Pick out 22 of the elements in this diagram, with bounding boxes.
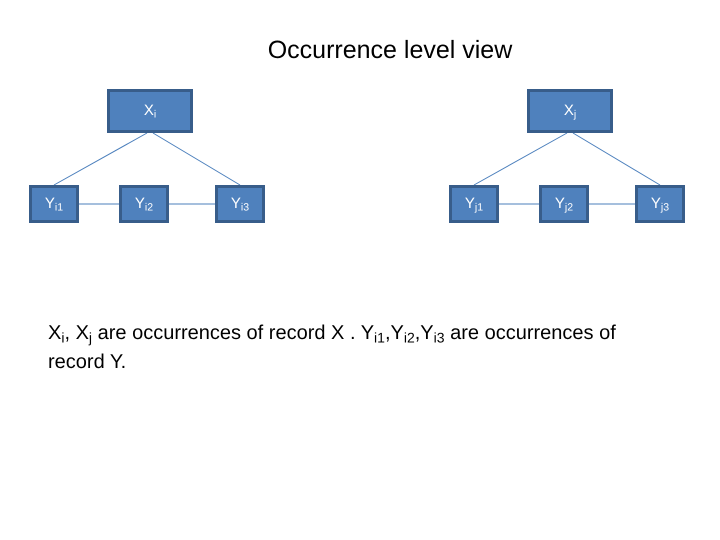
record-box (29, 185, 79, 223)
caption-text: X$_{i}$, X$_{j}$ are occurrences of record X . Y$_{i1}$,Y$_{i2}$,Y$_{i3}$ are occurrences of record Y. (48, 321, 617, 375)
node-label: X$_{i}$ (144, 102, 156, 120)
record-box (119, 185, 169, 223)
node-label: Y$_{i2}$ (134, 195, 154, 213)
node-label: Y$_{i3}$ (230, 195, 250, 213)
record-box (449, 185, 499, 223)
connector-line (152, 132, 240, 186)
connector-line (54, 132, 148, 186)
diagram-title: Occurrence level view (266, 35, 514, 65)
connector-line (474, 132, 568, 186)
node-label: Y$_{j1}$ (464, 195, 484, 213)
connector-line (572, 132, 660, 186)
node-label: Y$_{j3}$ (650, 195, 670, 213)
record-box (539, 185, 589, 223)
record-box (635, 185, 685, 223)
record-box (527, 89, 613, 133)
node-label: Y$_{j2}$ (554, 195, 574, 213)
node-label: X$_{j}$ (564, 102, 576, 120)
record-box (107, 89, 193, 133)
node-label: Y$_{i1}$ (44, 195, 64, 213)
record-box (215, 185, 265, 223)
